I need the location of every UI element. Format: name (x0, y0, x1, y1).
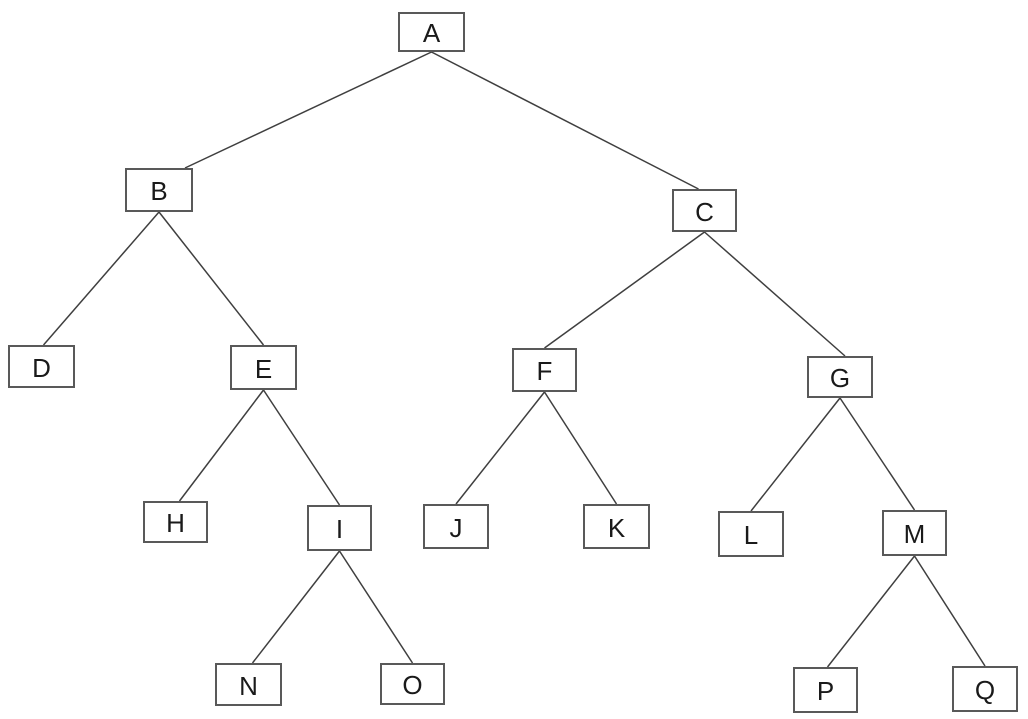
tree-node-o: O (380, 663, 445, 705)
edge-c-g (704, 231, 846, 357)
tree-node-d: D (8, 345, 75, 388)
tree-node-p: P (793, 667, 858, 713)
edge-f-j (455, 391, 546, 505)
node-label: L (743, 520, 759, 550)
tree-node-l: L (718, 511, 784, 557)
node-label: A (422, 18, 441, 48)
node-label: N (239, 670, 258, 701)
edge-c-f (544, 231, 705, 349)
tree-node-c: C (672, 189, 737, 232)
edge-m-p (826, 555, 916, 668)
edge-i-o (338, 550, 414, 664)
edge-i-n (251, 550, 341, 664)
edge-m-q (913, 555, 986, 667)
node-label: M (903, 519, 926, 549)
edge-b-d (42, 211, 160, 346)
node-label: O (402, 670, 423, 700)
node-label: G (829, 363, 851, 393)
edge-e-i (262, 389, 341, 506)
tree-node-e: E (230, 345, 297, 390)
edge-g-l (750, 397, 841, 512)
edge-f-k (543, 391, 618, 505)
tree-node-a: A (398, 12, 465, 52)
node-label: K (607, 512, 626, 543)
edge-b-e (158, 211, 265, 346)
node-label: E (254, 353, 273, 384)
tree-node-i: I (307, 505, 372, 551)
edge-g-m (839, 397, 916, 511)
node-label: F (536, 356, 553, 386)
node-label: J (449, 512, 463, 543)
node-label: C (695, 196, 714, 227)
edge-a-b (184, 51, 432, 169)
tree-node-n: N (215, 663, 282, 706)
node-label: B (150, 176, 168, 206)
tree-node-m: M (882, 510, 947, 556)
tree-node-q: Q (952, 666, 1018, 712)
edge-a-c (431, 51, 699, 190)
node-label: H (166, 508, 185, 538)
node-label: I (335, 514, 344, 544)
node-label: P (816, 676, 835, 706)
tree-node-b: B (125, 168, 193, 212)
node-label: D (32, 352, 51, 383)
tree-node-k: K (583, 504, 650, 549)
tree-node-g: G (807, 356, 873, 398)
node-label: Q (974, 675, 996, 705)
edge-e-h (178, 389, 265, 502)
tree-node-f: F (512, 348, 577, 392)
tree-node-h: H (143, 501, 208, 543)
tree-node-j: J (423, 504, 489, 549)
